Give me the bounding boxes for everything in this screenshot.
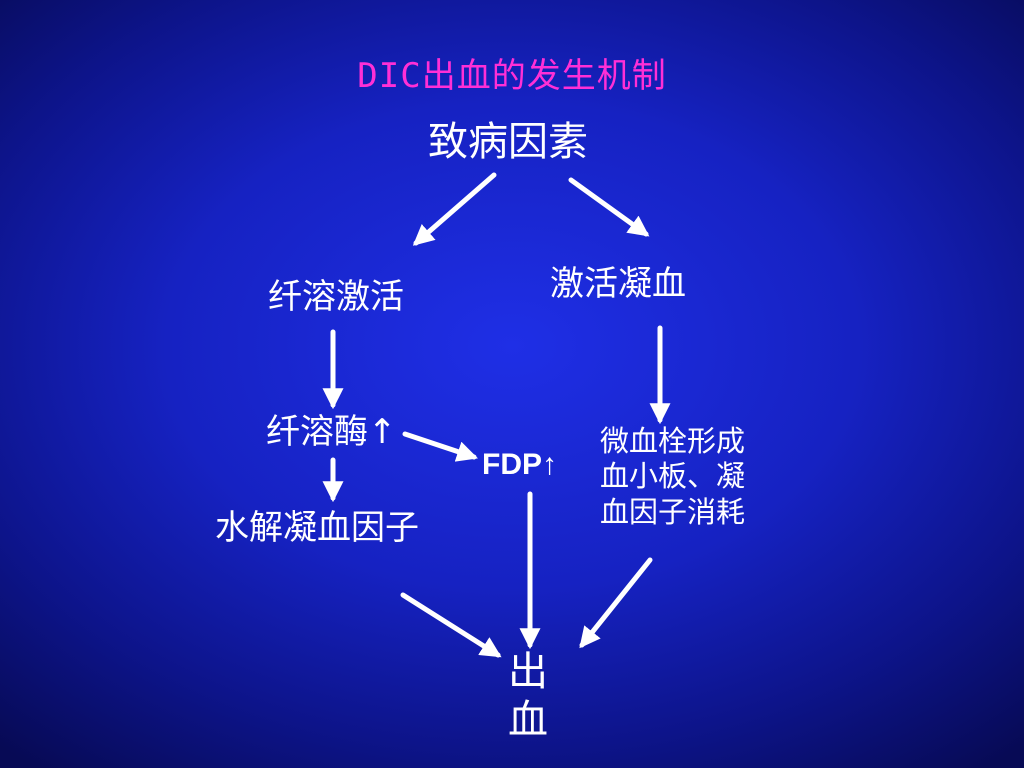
node-coagulation-activation: 激活凝血 xyxy=(550,264,686,304)
arrow-microthrombus-to-bleeding xyxy=(579,557,653,649)
node-bleeding-line-2: 血 xyxy=(508,697,548,743)
arrow-hydrolysis-to-bleeding xyxy=(400,592,502,658)
node-hydrolysis-coagulation-factors: 水解凝血因子 xyxy=(215,508,419,548)
node-micro-line-3: 血因子消耗 xyxy=(600,494,746,529)
node-micro-line-2: 血小板、凝 xyxy=(600,459,746,494)
node-bleeding-line-1: 出 xyxy=(508,649,548,695)
node-bleeding: 出 血 xyxy=(508,648,548,744)
node-fdp-increase: FDP↑ xyxy=(482,448,557,481)
arrow-plasmin-to-fdp xyxy=(402,431,478,462)
node-micro-line-1: 微血栓形成 xyxy=(600,424,746,458)
arrow-cause-to-fibrinolysis xyxy=(412,172,497,246)
slide-title: DIC出血的发生机制 xyxy=(357,56,667,96)
node-microthrombus-consumption: 微血栓形成 血小板、凝 血因子消耗 xyxy=(600,424,745,530)
arrow-cause-to-coagulation xyxy=(568,177,650,237)
node-pathogenic-factors: 致病因素 xyxy=(428,119,588,165)
node-fibrinolysis-activation: 纤溶激活 xyxy=(268,277,404,317)
node-plasmin-increase: 纤溶酶↑ xyxy=(266,412,397,452)
